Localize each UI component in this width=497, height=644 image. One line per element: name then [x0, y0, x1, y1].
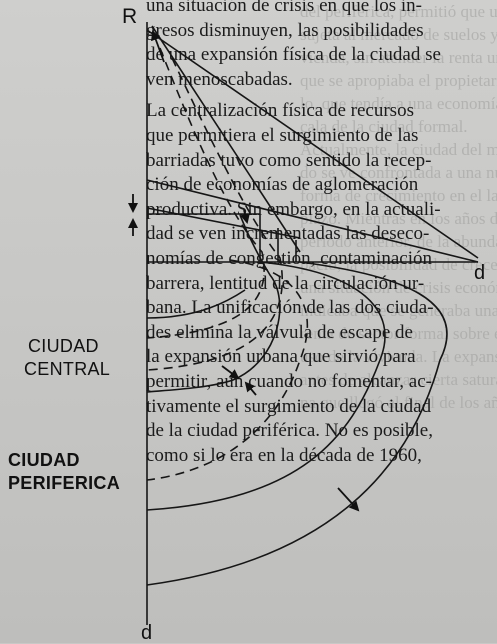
text-line: tivamente el surgimiento de la ciudad — [146, 395, 432, 417]
text-line: una situación de crisis en que los in- — [146, 0, 422, 16]
arrow-expand-out — [337, 487, 360, 512]
text-line: ción de economías de aglomeración — [146, 174, 419, 196]
periphery-curve-inner — [146, 261, 386, 511]
bleed-line: plazo. Mientras en los años del — [300, 209, 497, 228]
text-line: como si lo era en la década de 1960, — [146, 444, 422, 466]
bleed-line: na que llegó al final de los años sesent… — [300, 393, 497, 412]
text-line: barriadas tuvo como sentido la recep- — [146, 149, 432, 171]
bleed-line: cala de la ciudad formal. — [300, 117, 468, 136]
central-city-label-line1: CIUDAD — [28, 336, 99, 356]
bleed-line: una situación de crisis económica — [300, 278, 497, 297]
arrow-up-to-r — [151, 30, 165, 63]
inner-solid-curve — [146, 289, 246, 319]
periphery-label-line1: CIUDAD — [8, 450, 80, 470]
mid-rent-line — [146, 179, 479, 263]
bleed-line: vienda, sin atender la renta urbana — [300, 48, 497, 67]
central-city-dashed-curve — [146, 47, 265, 339]
bleed-line: sujeta al mercado de suelos y de vi- — [300, 25, 497, 44]
arrow-contract-down — [221, 365, 240, 380]
periphery-curve-outer — [146, 261, 448, 586]
axis-bottom-label: d — [141, 622, 153, 644]
text-line: gresos disminuyen, las posibilidades — [146, 19, 424, 41]
central-city-dashed-curve-outer — [146, 57, 284, 371]
bleed-line: del periférica, permitió que una pro- — [300, 2, 497, 21]
bleed-line: forma de crecimiento en el largo — [300, 186, 497, 205]
axis-top-label: R — [122, 5, 138, 28]
central-city-label-line2: CENTRAL — [24, 359, 111, 379]
text-line: La centralización física de recursos — [146, 100, 414, 122]
text-line: permitir, aun cuando no fomentar, ac- — [146, 370, 433, 392]
arrow-top-small — [240, 209, 250, 224]
text-line: la expansión urbana que sirvió para — [146, 346, 416, 368]
central-rent-line — [151, 25, 301, 253]
periphery-label-line2: PERIFERICA — [8, 473, 121, 493]
low-rent-line — [146, 207, 301, 239]
bleed-line: do se ve confrontada a una nueva — [300, 163, 497, 182]
text-line: bana. La unificación de las dos ciuda- — [146, 297, 434, 319]
bleed-line: Actualmente, la ciudad del merca- — [300, 140, 497, 159]
body-text: una situación de crisis en que los in-gr… — [146, 0, 497, 468]
bleed-line: pacio, la posibilidad de crecer — [300, 255, 497, 274]
central-city-solid-curve — [146, 214, 281, 393]
axis-right-label: d — [474, 262, 486, 284]
bleed-line: lo, que tendía a una economía en es- — [300, 94, 497, 113]
bleed-line: uso de la vivienda. La expansión — [300, 347, 497, 366]
text-line: de la ciudad periférica. No es posible, — [146, 420, 433, 442]
bleed-line: indicaba que se generaba una — [300, 301, 497, 320]
text-line: nomías de congestión, contaminación — [146, 247, 432, 269]
upper-rent-line — [146, 29, 479, 259]
text-line: de una expansión física de la ciudad se — [146, 44, 441, 66]
arrow-contract-up — [244, 381, 257, 396]
bleed-line: que se apropiaba el propietario del sue- — [300, 71, 497, 90]
text-line: que permitiera el surgimiento de las — [146, 124, 419, 146]
bleed-line: antes de alcanzar cierta saturación urba… — [300, 370, 497, 389]
bleed-line: renta de sector formal sobre el — [300, 324, 497, 343]
